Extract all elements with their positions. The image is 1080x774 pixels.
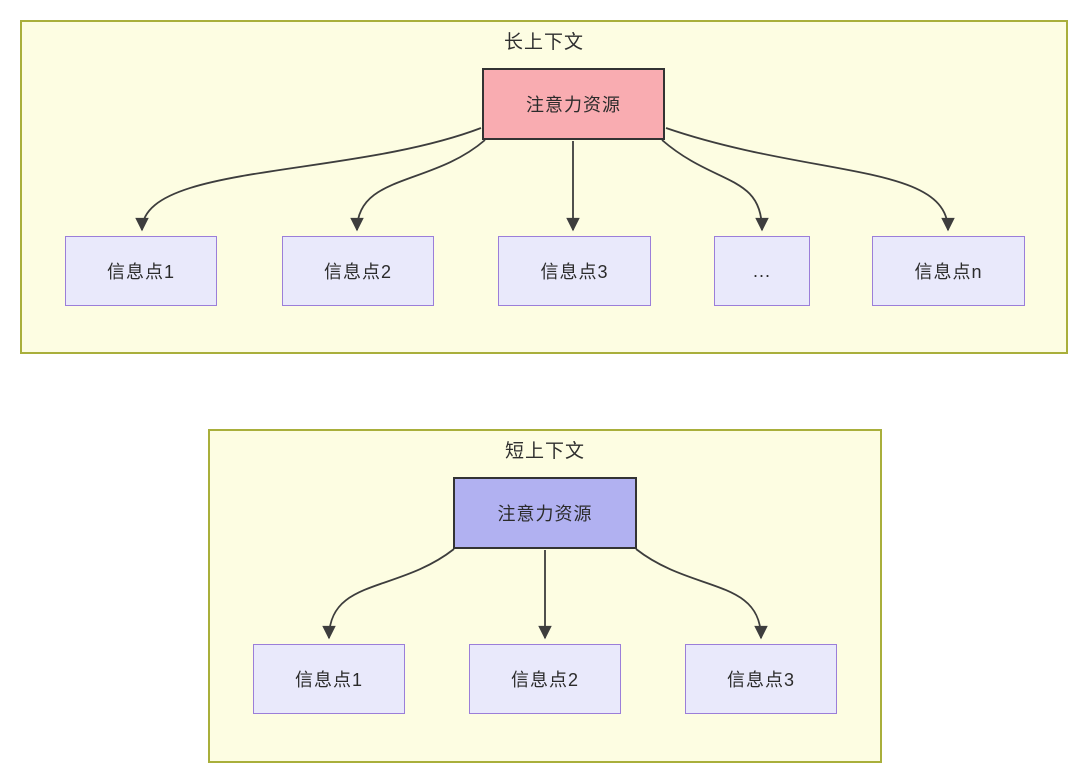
short-node-1-label: 信息点1: [294, 670, 363, 690]
arrow-long-to-node5: [665, 127, 955, 232]
long-node-3-label: 信息点3: [540, 262, 609, 282]
arrow-short-to-node1: [322, 548, 455, 640]
arrow-short-to-node3: [635, 548, 768, 640]
short-node-3-label: 信息点3: [726, 670, 795, 690]
short-context-title: 短上下文: [504, 441, 585, 462]
short-attention-label: 注意力资源: [497, 504, 593, 524]
long-node-n: 信息点n: [872, 236, 1025, 306]
long-node-n-label: 信息点n: [914, 262, 983, 282]
short-attention-box: 注意力资源: [453, 477, 637, 549]
arrow-long-to-node2: [350, 139, 486, 232]
long-node-3: 信息点3: [498, 236, 651, 306]
long-node-1-label: 信息点1: [106, 262, 175, 282]
short-node-3: 信息点3: [685, 644, 837, 714]
arrow-long-to-node1: [135, 127, 482, 232]
short-node-1: 信息点1: [253, 644, 405, 714]
long-node-ellipsis: ...: [714, 236, 810, 306]
short-node-2: 信息点2: [469, 644, 621, 714]
long-context-title: 长上下文: [503, 32, 584, 53]
long-attention-box: 注意力资源: [482, 68, 665, 140]
long-node-2: 信息点2: [282, 236, 434, 306]
arrow-long-to-node4: [661, 139, 769, 232]
long-node-2-label: 信息点2: [323, 262, 392, 282]
long-node-ellipsis-label: ...: [752, 260, 771, 281]
long-node-1: 信息点1: [65, 236, 217, 306]
short-node-2-label: 信息点2: [510, 670, 579, 690]
long-attention-label: 注意力资源: [526, 95, 621, 115]
